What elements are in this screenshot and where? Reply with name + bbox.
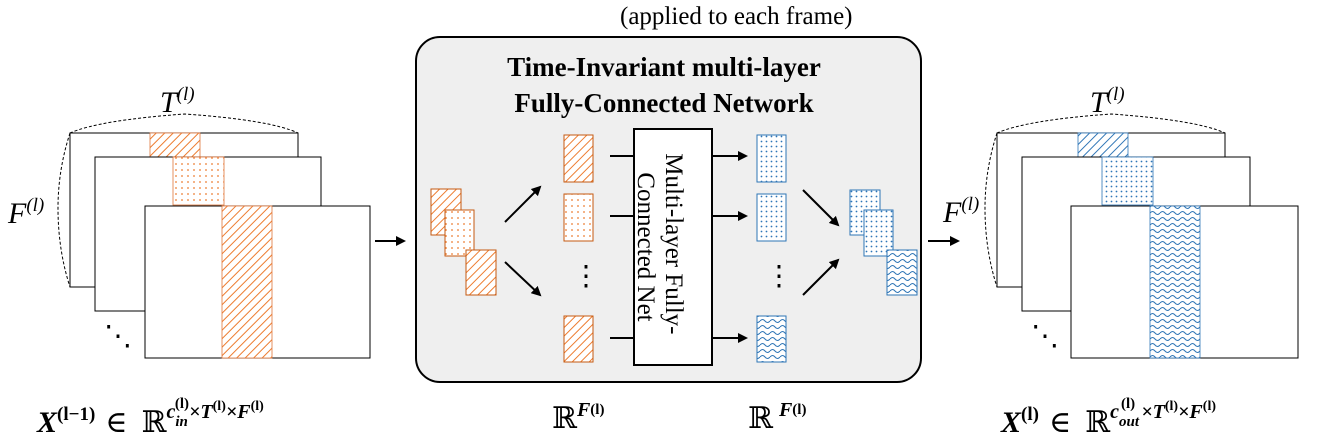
right-frame-front-strip — [1149, 205, 1201, 359]
arrow-split-up — [504, 185, 542, 223]
right-time-brace — [996, 113, 1226, 134]
fc-net-label: Multi-layer Fully- Connected Net — [632, 153, 687, 340]
arrow-merge-up — [802, 258, 840, 296]
top-note: (applied to each frame) — [620, 3, 853, 30]
right-freq-brace — [984, 132, 998, 288]
arrow-merge-down — [802, 189, 840, 227]
fc-net-block — [633, 128, 713, 366]
left-frame-middle-strip — [172, 156, 225, 206]
frame-vector-out-1 — [756, 134, 787, 183]
right-time-label: T(l) — [1090, 84, 1125, 119]
right-caption: X(l)∈ℝcout(l)×T(l)×F(l) — [1000, 396, 1216, 439]
box-output-frames — [849, 189, 918, 296]
left-frame-back-strip — [149, 132, 201, 158]
vdots-out: ⋮ — [765, 261, 793, 292]
frame-vector-in-2 — [563, 193, 594, 242]
left-caption: X(l−1)∈ℝcin(l)×T(l)×F(l) — [36, 396, 264, 439]
frame-vector-in-1 — [563, 134, 594, 183]
arrow-split-down — [504, 261, 542, 297]
network-title-line1: Time-Invariant multi-layer — [507, 52, 821, 82]
right-frame-back-strip — [1077, 132, 1129, 158]
mid-caption-in: ℝF(l) — [552, 399, 604, 435]
left-freq-label: F(l) — [7, 195, 44, 230]
vdots-in: ⋮ — [572, 261, 600, 292]
frame-vector-out-2 — [756, 193, 787, 242]
right-tensor — [984, 113, 1299, 359]
right-frame-middle-strip — [1101, 156, 1154, 206]
network-title-line2: Fully-Connected Network — [514, 88, 813, 118]
right-ellipsis: ⋱ — [1031, 321, 1059, 352]
frame-vector-in-n — [563, 315, 594, 363]
left-frame-front-strip — [221, 205, 273, 359]
box-input-frames — [430, 188, 497, 296]
left-time-brace — [69, 113, 299, 134]
left-time-label: T(l) — [160, 84, 195, 119]
right-freq-label: F(l) — [942, 194, 979, 229]
frame-vector-out-n — [756, 315, 787, 363]
left-ellipsis: ⋱ — [104, 321, 132, 352]
left-tensor — [57, 113, 371, 359]
left-freq-brace — [57, 132, 71, 288]
